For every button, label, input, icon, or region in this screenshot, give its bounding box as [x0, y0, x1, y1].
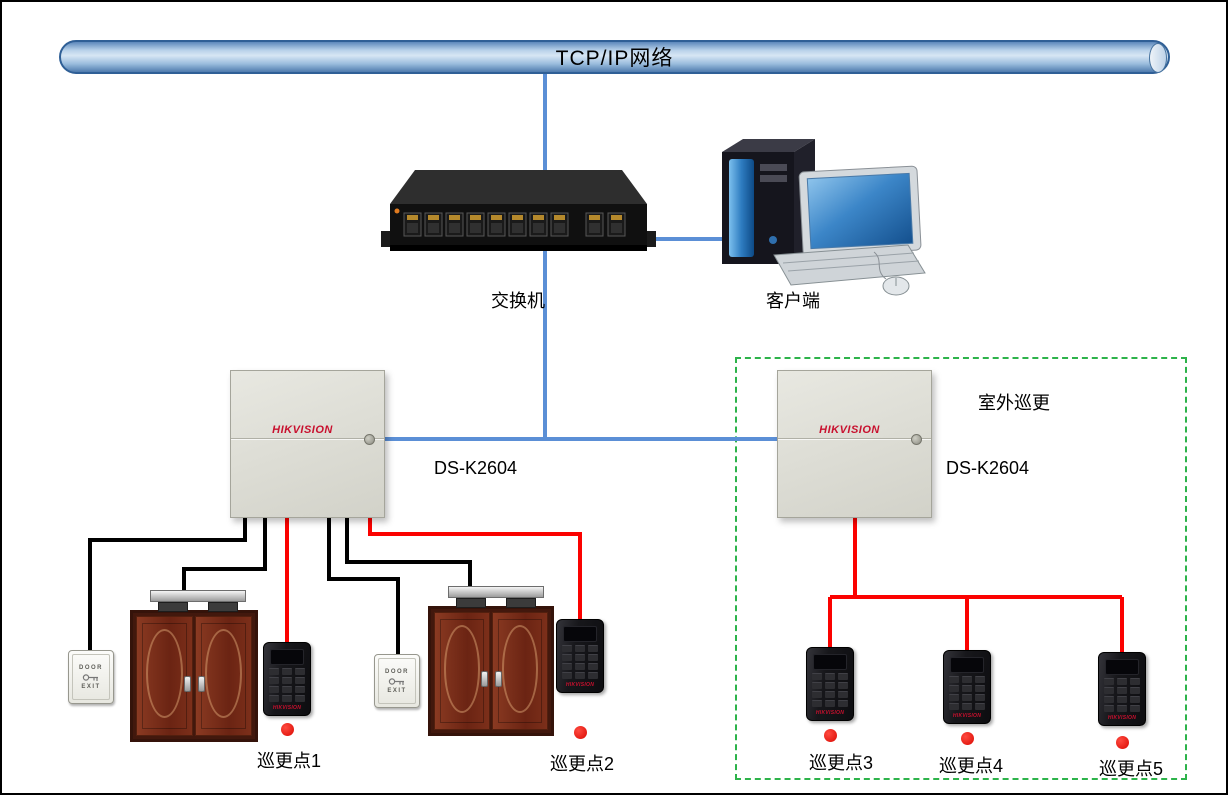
reader-brand: HIKVISION [815, 710, 845, 716]
hikvision-logo: HIKVISION [272, 423, 333, 436]
key-icon [82, 673, 98, 681]
maglock-armature [158, 602, 188, 612]
client-computer [722, 139, 926, 296]
exit-button-2: DOOR EXIT [374, 654, 420, 708]
reader-2-wire [368, 518, 582, 620]
card-reader-4: HIKVISION [943, 650, 991, 724]
reader-screen [563, 626, 597, 642]
reader-keypad [807, 673, 853, 707]
patrol-point-3-label: 巡更点3 [808, 753, 874, 773]
reader-brand: HIKVISION [272, 705, 302, 711]
outdoor-zone-label: 室外巡更 [978, 393, 1050, 413]
patrol-point-4-label: 巡更点4 [938, 756, 1004, 776]
door-handle [481, 671, 488, 687]
tcpip-network-label: TCP/IP网络 [555, 47, 674, 70]
card-reader-5: HIKVISION [1098, 652, 1146, 726]
maglock-armature [456, 598, 486, 608]
door-1 [130, 610, 258, 742]
switch-led [394, 208, 400, 214]
reader-keypad [264, 668, 310, 702]
controller-2-model-label: DS-K2604 [946, 458, 1030, 478]
card-reader-3: HIKVISION [806, 647, 854, 721]
exit-button-face: DOOR EXIT [72, 654, 110, 700]
tcpip-network-pipe: TCP/IP网络 [59, 40, 1170, 74]
maglock-1 [150, 590, 246, 614]
patrol-dot-1 [281, 723, 294, 736]
maglock-2 [448, 586, 544, 610]
reader-brand: HIKVISION [1107, 715, 1137, 721]
access-controller-2: HIKVISION [777, 370, 932, 518]
maglock-bar [448, 586, 544, 598]
controller-seam [231, 438, 384, 440]
key-icon [388, 677, 404, 685]
reader-keypad [557, 645, 603, 679]
access-controller-1: HIKVISION [230, 370, 385, 518]
reader-brand: HIKVISION [565, 682, 595, 688]
maglock-1-wire [182, 518, 267, 593]
patrol-dot-4 [961, 732, 974, 745]
controller-seam [778, 438, 931, 440]
exit-button-face: DOOR EXIT [378, 658, 416, 704]
card-reader-2: HIKVISION [556, 619, 604, 693]
lock-knob-icon [911, 433, 922, 445]
door-handle [184, 676, 191, 692]
outdoor-patrol-zone [735, 357, 1187, 780]
reader-keypad [1099, 678, 1145, 712]
patrol-point-5-label: 巡更点5 [1098, 759, 1164, 779]
door-leaf [434, 612, 490, 730]
computer-tower [722, 139, 815, 264]
patrol-dot-3 [824, 729, 837, 742]
lock-knob-icon [364, 433, 375, 445]
door-carving [443, 624, 481, 713]
exit-button-1-wire [88, 518, 247, 651]
exit-button-text: EXIT [81, 683, 101, 690]
pipe-end-cap [1149, 43, 1167, 73]
reader-brand: HIKVISION [952, 713, 982, 719]
computer-mouse [873, 251, 910, 296]
door-carving [501, 624, 539, 713]
client-label: 客户端 [766, 291, 820, 311]
reader-keypad [944, 676, 990, 710]
door-leaf [136, 616, 193, 736]
maglock-bar [150, 590, 246, 602]
reader-screen [813, 654, 847, 670]
reader-screen [1105, 659, 1139, 675]
maglock-2-wire [345, 518, 472, 588]
door-carving [204, 628, 243, 719]
door-handle [495, 671, 502, 687]
door-2 [428, 606, 554, 736]
reader-screen [270, 649, 304, 665]
outdoor-readers-wire [828, 518, 1124, 653]
exit-button-text: EXIT [387, 687, 407, 694]
exit-button-text: DOOR [79, 664, 103, 671]
card-reader-1: HIKVISION [263, 642, 311, 716]
maglock-armature [506, 598, 536, 608]
maglock-armature [208, 602, 238, 612]
patrol-point-1-label: 巡更点1 [256, 751, 322, 771]
switch-label: 交换机 [491, 291, 545, 311]
door-handle [198, 676, 205, 692]
exit-button-1: DOOR EXIT [68, 650, 114, 704]
computer-keyboard [773, 244, 926, 286]
patrol-dot-2 [574, 726, 587, 739]
patrol-dot-5 [1116, 736, 1129, 749]
door-carving [145, 628, 184, 719]
controller-1-model-label: DS-K2604 [434, 458, 518, 478]
patrol-point-2-label: 巡更点2 [549, 754, 615, 774]
exit-button-2-wire [327, 518, 400, 655]
exit-button-text: DOOR [385, 668, 409, 675]
network-switch [381, 170, 656, 251]
reader-screen [950, 657, 984, 673]
hikvision-logo: HIKVISION [819, 423, 880, 436]
